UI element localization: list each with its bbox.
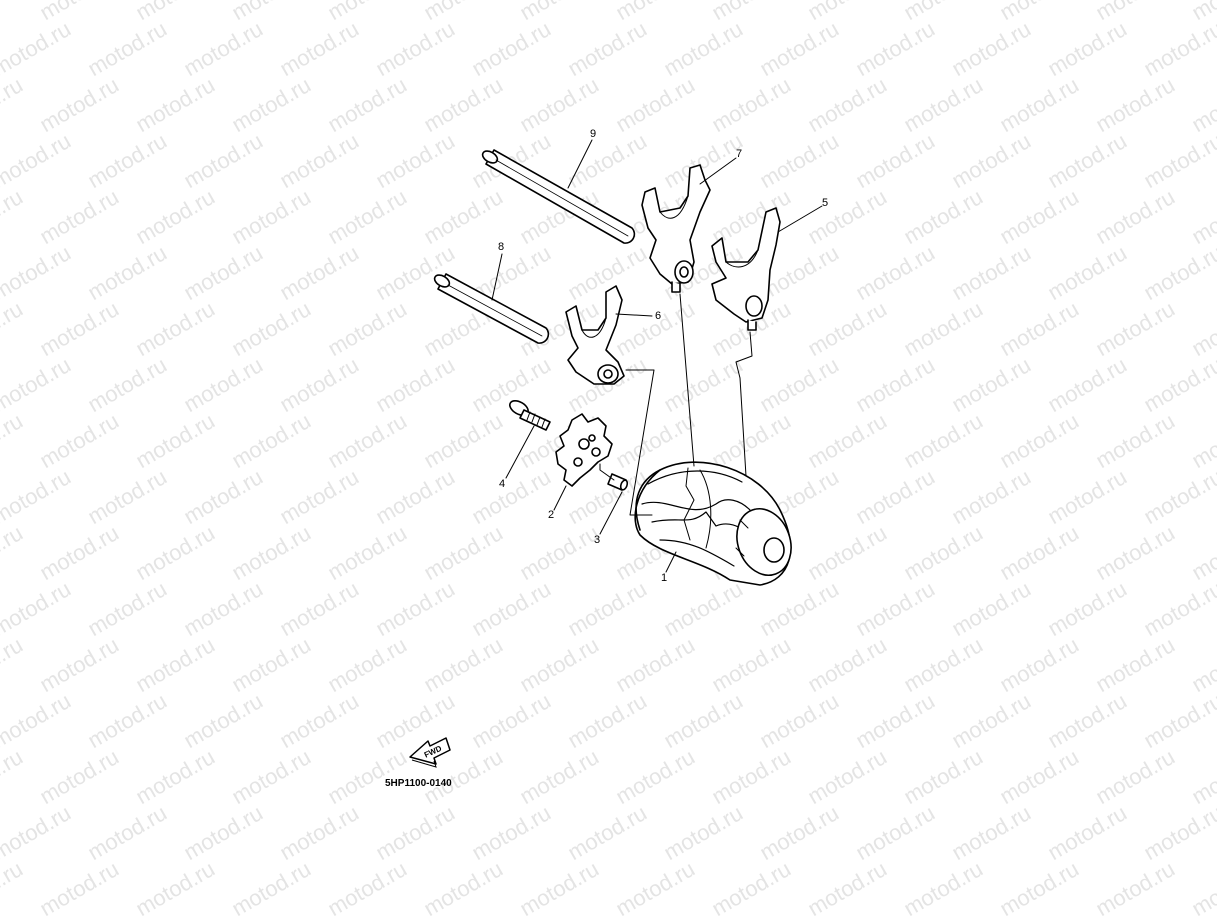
fwd-arrow-icon: FWD: [409, 737, 451, 768]
assembly-lines: [599, 293, 753, 516]
screw-4: [509, 399, 551, 431]
guide-bar-9: [481, 149, 636, 244]
callout-6: 6: [655, 310, 661, 322]
dowel-pin-3: [607, 473, 629, 491]
segment-2: [555, 413, 613, 487]
callout-4: 4: [499, 478, 505, 490]
callout-2: 2: [548, 509, 554, 521]
shift-fork-6: [565, 285, 625, 385]
shift-drum-1: [634, 461, 792, 586]
callout-3: 3: [594, 534, 600, 546]
shift-fork-5: [711, 207, 781, 331]
callout-1: 1: [661, 572, 667, 584]
callout-5: 5: [822, 197, 828, 209]
callout-7: 7: [736, 148, 742, 160]
callout-9: 9: [590, 128, 596, 140]
shift-fork-7: [641, 164, 711, 293]
part-code: 5HP1100-0140: [385, 778, 452, 789]
leader-lines: [491, 139, 823, 573]
guide-bar-8: [433, 273, 550, 344]
callout-8: 8: [498, 241, 504, 253]
